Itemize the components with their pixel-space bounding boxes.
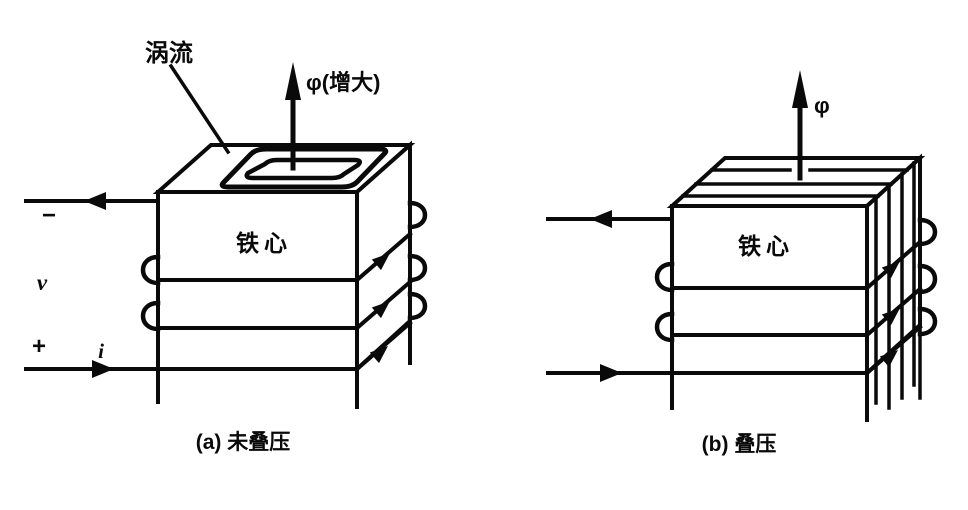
terminal-minus-label: − <box>42 202 56 229</box>
flux-arrow-icon-b <box>792 70 808 108</box>
coil-loops-right-a <box>407 200 428 321</box>
winding-arrow-icon <box>371 253 390 271</box>
eddy-current-loop-outer <box>219 146 389 190</box>
current-in-arrow-icon-a <box>92 360 114 378</box>
core-label-b: 铁心 <box>738 233 794 259</box>
lamination-lines-top-b <box>681 168 909 198</box>
coil-loops-left-b <box>654 261 675 343</box>
winding-arrow-icon <box>369 346 388 364</box>
current-out-arrow-icon-b <box>590 210 612 228</box>
current-in-arrow-icon-b <box>600 364 622 382</box>
core-label-a: 铁心 <box>236 230 292 256</box>
winding-arrow-icon <box>879 350 898 368</box>
eddy-current-label: 涡流 <box>145 40 193 67</box>
winding-wire-ends-b <box>670 371 869 422</box>
winding-arrow-icon <box>881 308 900 326</box>
winding-band-lines-b <box>670 286 869 337</box>
eddy-label-leader-line <box>168 63 231 155</box>
winding-arrow-icon <box>881 261 900 279</box>
flux-label-b: φ <box>814 93 830 118</box>
eddy-current-loop-inner <box>244 157 362 181</box>
flux-arrow-icon-a <box>285 62 301 100</box>
winding-arrow-icon <box>371 301 390 319</box>
coil-loops-right-b <box>917 217 938 337</box>
terminal-plus-label: + <box>32 333 46 360</box>
diagram-b: φ 铁心 (b) 叠压 <box>546 70 938 456</box>
winding-band-lines-a <box>156 278 359 330</box>
coil-loops-left-a <box>140 254 161 332</box>
current-label: i <box>98 339 104 363</box>
voltage-label: v <box>37 270 48 295</box>
lamination-lines-side-b <box>874 161 922 410</box>
caption-a: (a) 未叠压 <box>196 431 291 454</box>
caption-b: (b) 叠压 <box>702 433 777 456</box>
current-out-arrow-icon-a <box>84 192 106 210</box>
winding-wire-ends-a <box>156 319 412 409</box>
flux-label-a: φ(增大) <box>306 70 380 95</box>
diagram-a: 涡流 φ(增大) 铁心 − v + i (a) 未叠压 <box>24 40 428 454</box>
